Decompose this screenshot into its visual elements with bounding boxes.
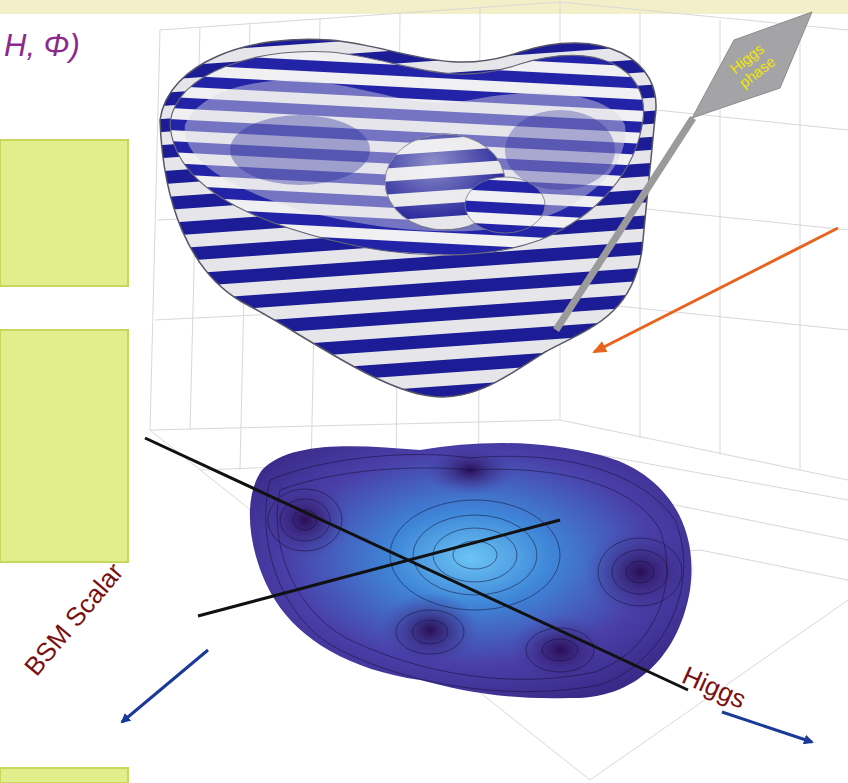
flag-banner: Higgs phase bbox=[678, 6, 818, 124]
axis-label: Higgs bbox=[677, 660, 750, 715]
axis-label: BSM Scalar bbox=[18, 557, 130, 682]
title-fragment: H, Φ) bbox=[4, 28, 80, 64]
